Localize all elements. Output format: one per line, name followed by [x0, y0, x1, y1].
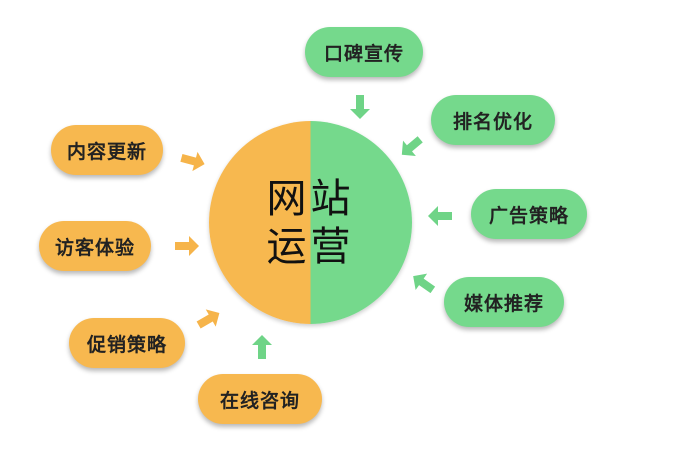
arrow-neirong: [180, 151, 205, 172]
arrow-meiti: [413, 273, 436, 294]
node-zaixian: 在线咨询: [198, 374, 322, 424]
arrow-koubei: [350, 95, 370, 119]
center-label-line1: 网站: [266, 175, 355, 222]
node-meiti-label: 媒体推荐: [463, 292, 544, 315]
node-fangke: 访客体验: [39, 221, 151, 271]
node-zaixian-label: 在线咨询: [219, 389, 300, 412]
arrow-zaixian: [252, 335, 272, 359]
arrow-cuxiao: [196, 309, 220, 329]
node-guanggao-label: 广告策略: [488, 204, 569, 227]
arrow-guanggao: [428, 206, 452, 226]
node-neirong: 内容更新: [51, 125, 163, 175]
center-label: 网站 运营: [209, 121, 412, 324]
node-koubei: 口碑宣传: [305, 27, 423, 77]
node-cuxiao-label: 促销策略: [86, 333, 167, 356]
node-cuxiao: 促销策略: [69, 318, 185, 368]
arrow-fangke: [175, 236, 199, 256]
node-koubei-label: 口碑宣传: [323, 42, 404, 65]
node-meiti: 媒体推荐: [444, 277, 564, 327]
node-paiming-label: 排名优化: [452, 110, 533, 133]
center-label-line2: 运营: [266, 223, 355, 270]
center-circle: 网站 运营: [209, 121, 412, 324]
arrow-paiming: [401, 136, 423, 156]
node-neirong-label: 内容更新: [66, 140, 147, 163]
node-paiming: 排名优化: [431, 95, 555, 145]
node-fangke-label: 访客体验: [54, 236, 135, 259]
node-guanggao: 广告策略: [471, 189, 587, 239]
